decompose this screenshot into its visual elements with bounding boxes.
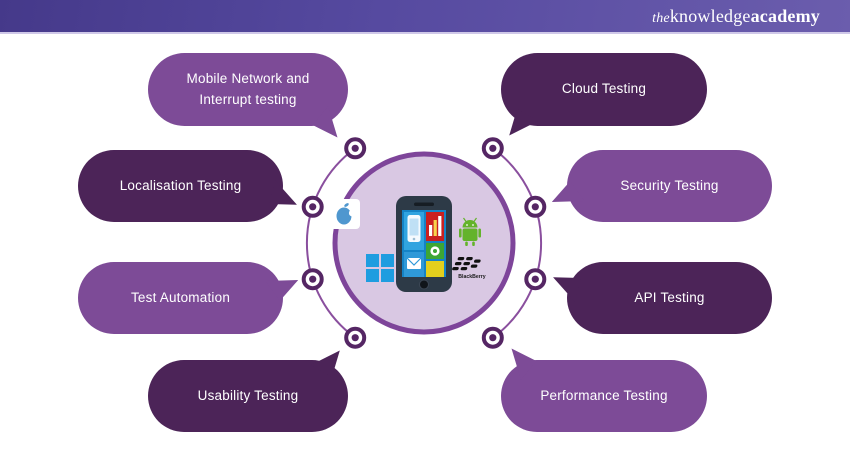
connector-ring	[344, 137, 367, 160]
bubble-label: Mobile Network and Interrupt testing	[186, 71, 310, 107]
connector-ring	[524, 268, 547, 291]
connector-ring	[481, 326, 504, 349]
bubble-test-automation: Test Automation	[78, 262, 283, 334]
bubble-label: Performance Testing	[540, 387, 668, 403]
connector-ring	[301, 268, 324, 291]
blackberry-icon: BlackBerry	[452, 257, 486, 280]
connector-arc-left	[305, 147, 356, 339]
bubble-performance-testing: Performance Testing	[501, 360, 707, 432]
bubble-label: Usability Testing	[197, 387, 299, 403]
logo-academy: academy	[750, 5, 820, 26]
bubble-label: Localisation Testing	[119, 177, 242, 193]
bubble-localisation-testing: Localisation Testing	[78, 150, 283, 222]
bubble-cloud-testing: Cloud Testing	[501, 53, 707, 126]
header-bar: theknowledgeacademy	[0, 0, 850, 34]
logo-the: the	[652, 10, 670, 26]
center-illustration: BlackBerry	[301, 137, 547, 349]
android-icon	[459, 217, 481, 246]
bubble-mobile-network-testing: Mobile Network and Interrupt testing	[148, 53, 348, 126]
connector-ring	[344, 326, 367, 349]
bubble-usability-testing: Usability Testing	[148, 360, 348, 432]
connector-ring	[481, 137, 504, 160]
bubble-api-testing: API Testing	[567, 262, 772, 334]
phone-illustration	[396, 196, 452, 292]
connector-rings	[301, 137, 547, 349]
bubble-label: Cloud Testing	[561, 81, 647, 97]
windows-icon	[366, 254, 394, 282]
svg-text:BlackBerry: BlackBerry	[458, 274, 486, 280]
bubble-label: Security Testing	[620, 177, 719, 193]
apple-icon	[330, 199, 360, 229]
logo-knowledge: knowledge	[669, 5, 751, 26]
connector-arc-right	[492, 147, 543, 339]
connector-ring	[301, 195, 324, 218]
knowledge-academy-logo: theknowledgeacademy	[652, 6, 820, 27]
bubble-label: Test Automation	[130, 289, 231, 305]
bubble-label: API Testing	[634, 289, 705, 305]
bubble-security-testing: Security Testing	[567, 150, 772, 222]
connector-ring	[524, 195, 547, 218]
